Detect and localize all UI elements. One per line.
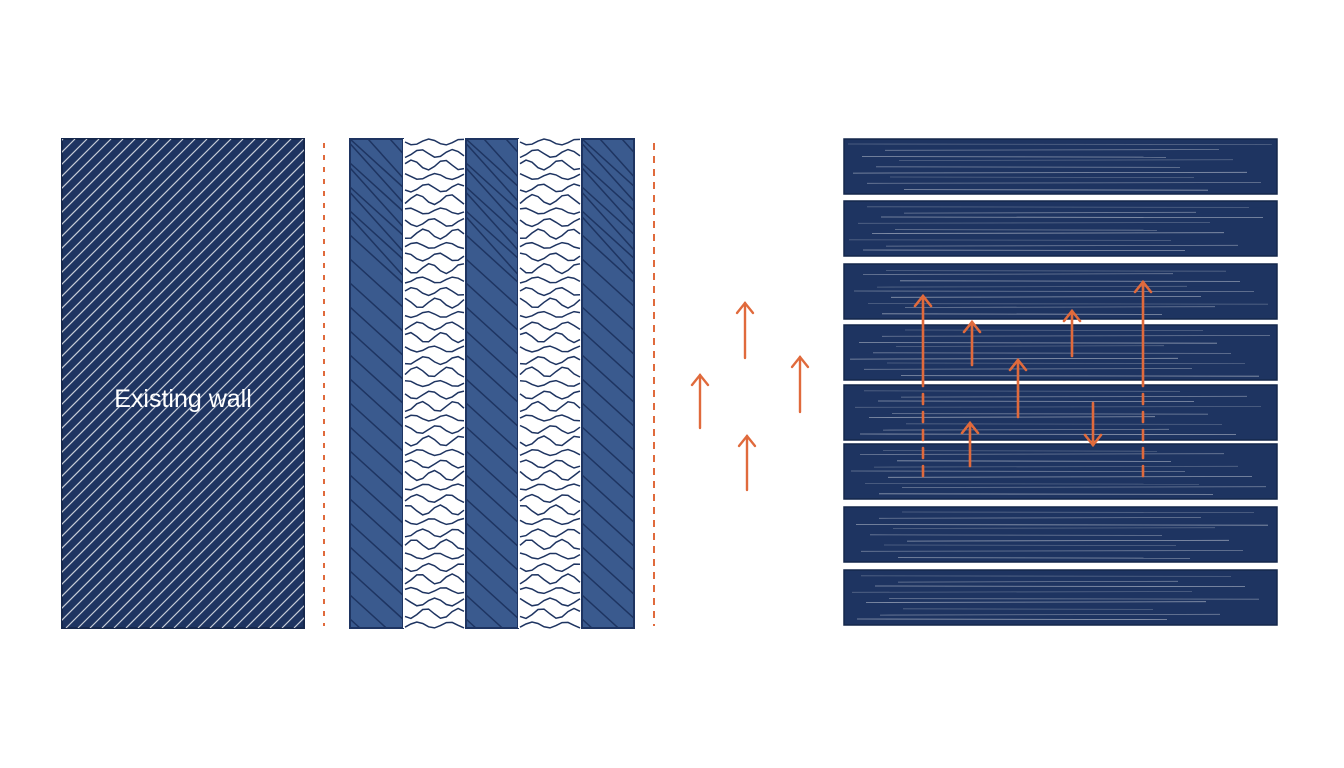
cladding-board (843, 263, 1278, 320)
insulation-layer-1 (403, 139, 466, 628)
existing-wall-label: Existing wall (114, 385, 252, 413)
cladding-board (843, 569, 1278, 626)
up-arrow-icon (790, 355, 810, 414)
cladding-board (843, 443, 1278, 500)
cladding-board (843, 506, 1278, 563)
up-arrow-icon (1008, 357, 1028, 419)
up-arrow-icon (1062, 308, 1082, 358)
up-arrow-icon (690, 373, 710, 430)
up-arrow-icon (962, 319, 982, 367)
down-arrow-icon (1083, 401, 1103, 448)
moisture-arrows-free (690, 301, 810, 492)
cladding-board (843, 138, 1278, 195)
cladding-board (843, 324, 1278, 381)
up-arrow-icon (913, 293, 933, 478)
moisture-arrows-cladding (913, 279, 1153, 478)
up-arrow-icon (1133, 279, 1153, 478)
cladding-board (843, 384, 1278, 441)
up-arrow-icon (737, 434, 757, 492)
insulation-layer-stack (349, 138, 635, 629)
existing-wall: Existing wall (61, 138, 305, 629)
up-arrow-icon (735, 301, 755, 360)
cladding-boards (843, 138, 1278, 626)
cladding-board (843, 200, 1278, 257)
insulation-layer-2 (518, 139, 582, 628)
up-arrow-icon (960, 420, 980, 468)
